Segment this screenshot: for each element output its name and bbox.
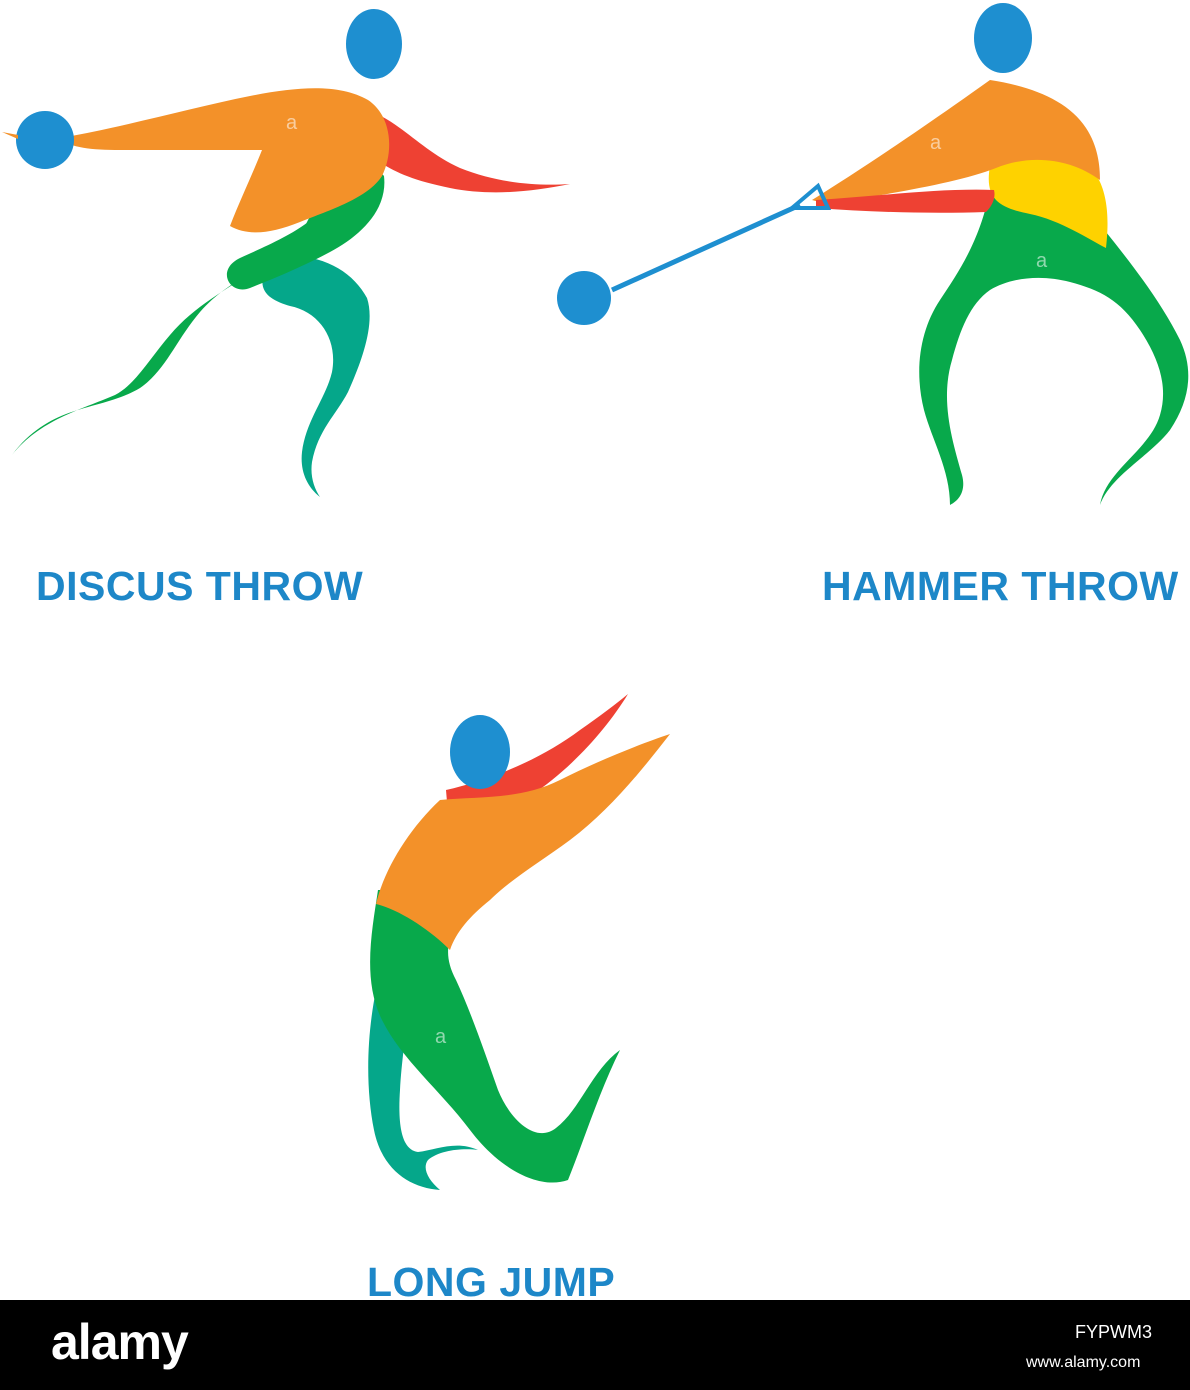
hammer-ball — [557, 271, 611, 325]
discus-red-arm — [362, 108, 570, 193]
discus-head — [346, 9, 402, 79]
hammer-torso — [812, 80, 1100, 203]
watermark-glyph: a — [1036, 250, 1048, 272]
illustration-canvas — [2, 3, 1189, 1190]
discus-throw-label: DISCUS THROW — [36, 563, 364, 609]
jumper-head — [450, 715, 510, 789]
hammer-wire — [610, 202, 802, 293]
hammer-thrower-icon — [557, 3, 1189, 505]
hammer-head — [974, 3, 1032, 73]
discus-thrower-icon — [2, 9, 570, 497]
stock-url: www.alamy.com — [1026, 1354, 1141, 1371]
hammer-throw-label: HAMMER THROW — [822, 563, 1179, 609]
discus-ball — [16, 111, 74, 169]
discus-torso — [60, 88, 390, 233]
watermark-glyph: a — [435, 1026, 447, 1048]
long-jump-label: LONG JUMP — [367, 1259, 616, 1305]
hammer-hip — [988, 157, 1108, 248]
jumper-front-leg — [370, 890, 620, 1183]
long-jumper-icon — [368, 694, 670, 1190]
discus-back-leg — [262, 256, 370, 497]
hammer-handle — [786, 182, 832, 210]
hammer-red-arm — [816, 189, 995, 213]
image-id: FYPWM3 — [1075, 1322, 1153, 1342]
jumper-torso — [376, 734, 670, 950]
hammer-legs — [919, 190, 1189, 505]
alamy-logo: alamy — [51, 1314, 189, 1370]
stock-footer-bar — [0, 1300, 1190, 1390]
watermark-glyph: a — [286, 112, 298, 134]
watermark-glyph: a — [930, 132, 942, 154]
